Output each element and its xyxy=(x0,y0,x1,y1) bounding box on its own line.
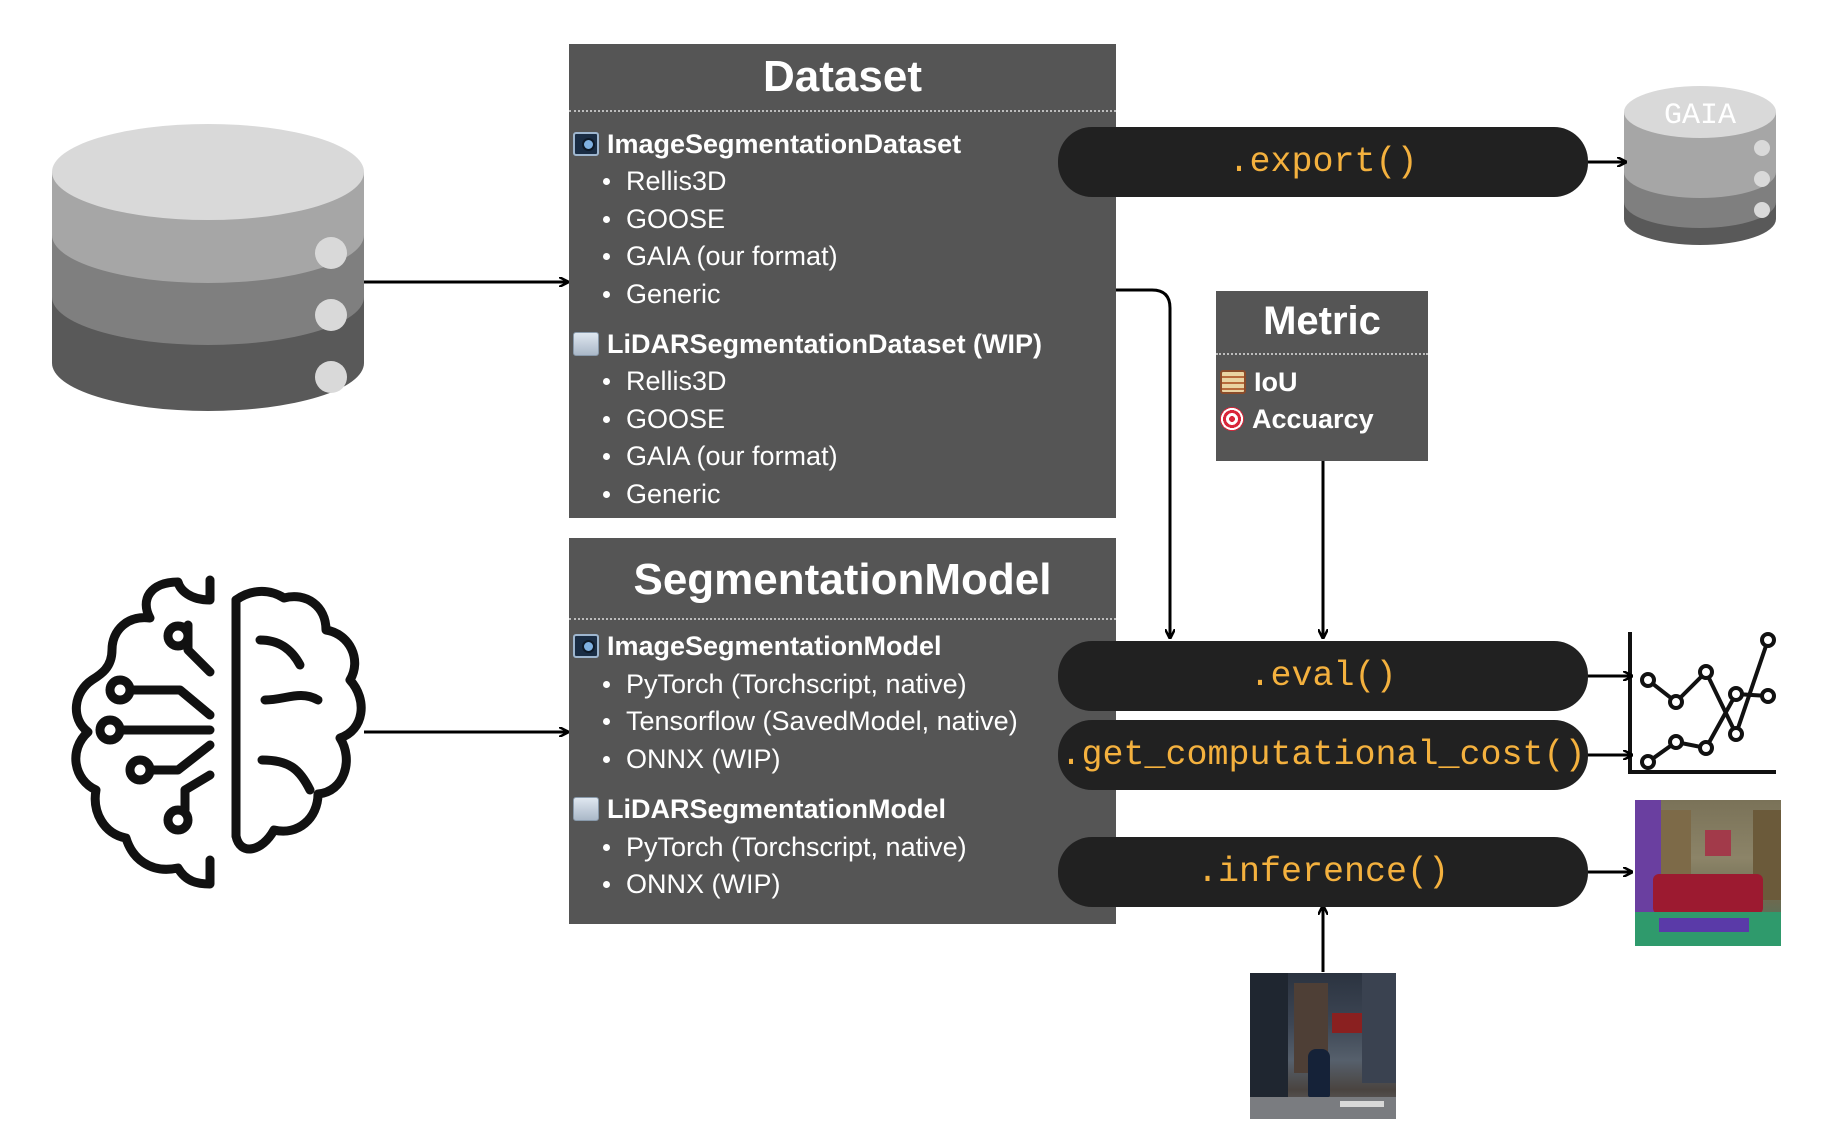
list-item: GAIA (our format) xyxy=(603,238,838,274)
metric-title: Metric xyxy=(1216,291,1428,355)
segmentation-model-panel: SegmentationModel ImageSegmentationModel… xyxy=(569,538,1116,924)
group-title: LiDARSegmentationModel xyxy=(607,793,947,824)
dataset-title: Dataset xyxy=(569,44,1116,112)
group-lidar-dataset: LiDARSegmentationDataset (WIP) xyxy=(569,326,1042,362)
metric-label: IoU xyxy=(1254,366,1298,397)
target-icon xyxy=(1220,407,1244,431)
abacus-icon xyxy=(1220,370,1246,394)
list-item: ONNX (WIP) xyxy=(603,866,781,902)
gaia-db-label: GAIA xyxy=(1664,99,1736,133)
gaia-database-icon: GAIA xyxy=(1624,86,1776,245)
group-title: ImageSegmentationDataset xyxy=(607,128,962,159)
dataset-panel: Dataset ImageSegmentationDataset Rellis3… xyxy=(569,44,1116,518)
group-lidar-model: LiDARSegmentationModel xyxy=(569,791,946,827)
export-method: .export() xyxy=(1058,127,1588,197)
list-item: GOOSE xyxy=(603,401,725,437)
list-item: Rellis3D xyxy=(603,163,727,199)
list-item: Generic xyxy=(603,476,721,512)
connectors xyxy=(364,162,1632,972)
eval-method: .eval() xyxy=(1058,641,1588,711)
list-item: PyTorch (Torchscript, native) xyxy=(603,666,967,702)
list-item: Tensorflow (SavedModel, native) xyxy=(603,703,1018,739)
metric-panel: Metric IoU Accuarcy xyxy=(1216,291,1428,461)
camera-icon xyxy=(573,634,599,658)
metric-label: Accuarcy xyxy=(1252,403,1374,434)
group-image-dataset: ImageSegmentationDataset xyxy=(569,126,961,162)
database-icon xyxy=(52,124,364,411)
computational-cost-method: .get_computational_cost() xyxy=(1058,720,1588,790)
list-item: GAIA (our format) xyxy=(603,438,838,474)
camera-icon xyxy=(573,132,599,156)
lidar-icon xyxy=(573,332,599,356)
list-item: Generic xyxy=(603,276,721,312)
list-item: PyTorch (Torchscript, native) xyxy=(603,829,967,865)
metric-item-accuracy: Accuarcy xyxy=(1216,402,1374,436)
metric-item-iou: IoU xyxy=(1216,365,1298,399)
segmented-photo xyxy=(1635,800,1781,946)
dataset-to-eval-arrow xyxy=(1116,288,1170,638)
line-chart-icon xyxy=(1628,632,1776,774)
list-item: ONNX (WIP) xyxy=(603,741,781,777)
list-item: GOOSE xyxy=(603,201,725,237)
inference-method: .inference() xyxy=(1058,837,1588,907)
list-item: Rellis3D xyxy=(603,363,727,399)
brain-circuit-icon xyxy=(71,575,366,889)
group-image-model: ImageSegmentationModel xyxy=(569,628,942,664)
model-title: SegmentationModel xyxy=(569,538,1116,620)
street-photo xyxy=(1250,973,1396,1119)
group-title: ImageSegmentationModel xyxy=(607,630,942,661)
group-title: LiDARSegmentationDataset (WIP) xyxy=(607,328,1043,359)
lidar-icon xyxy=(573,797,599,821)
